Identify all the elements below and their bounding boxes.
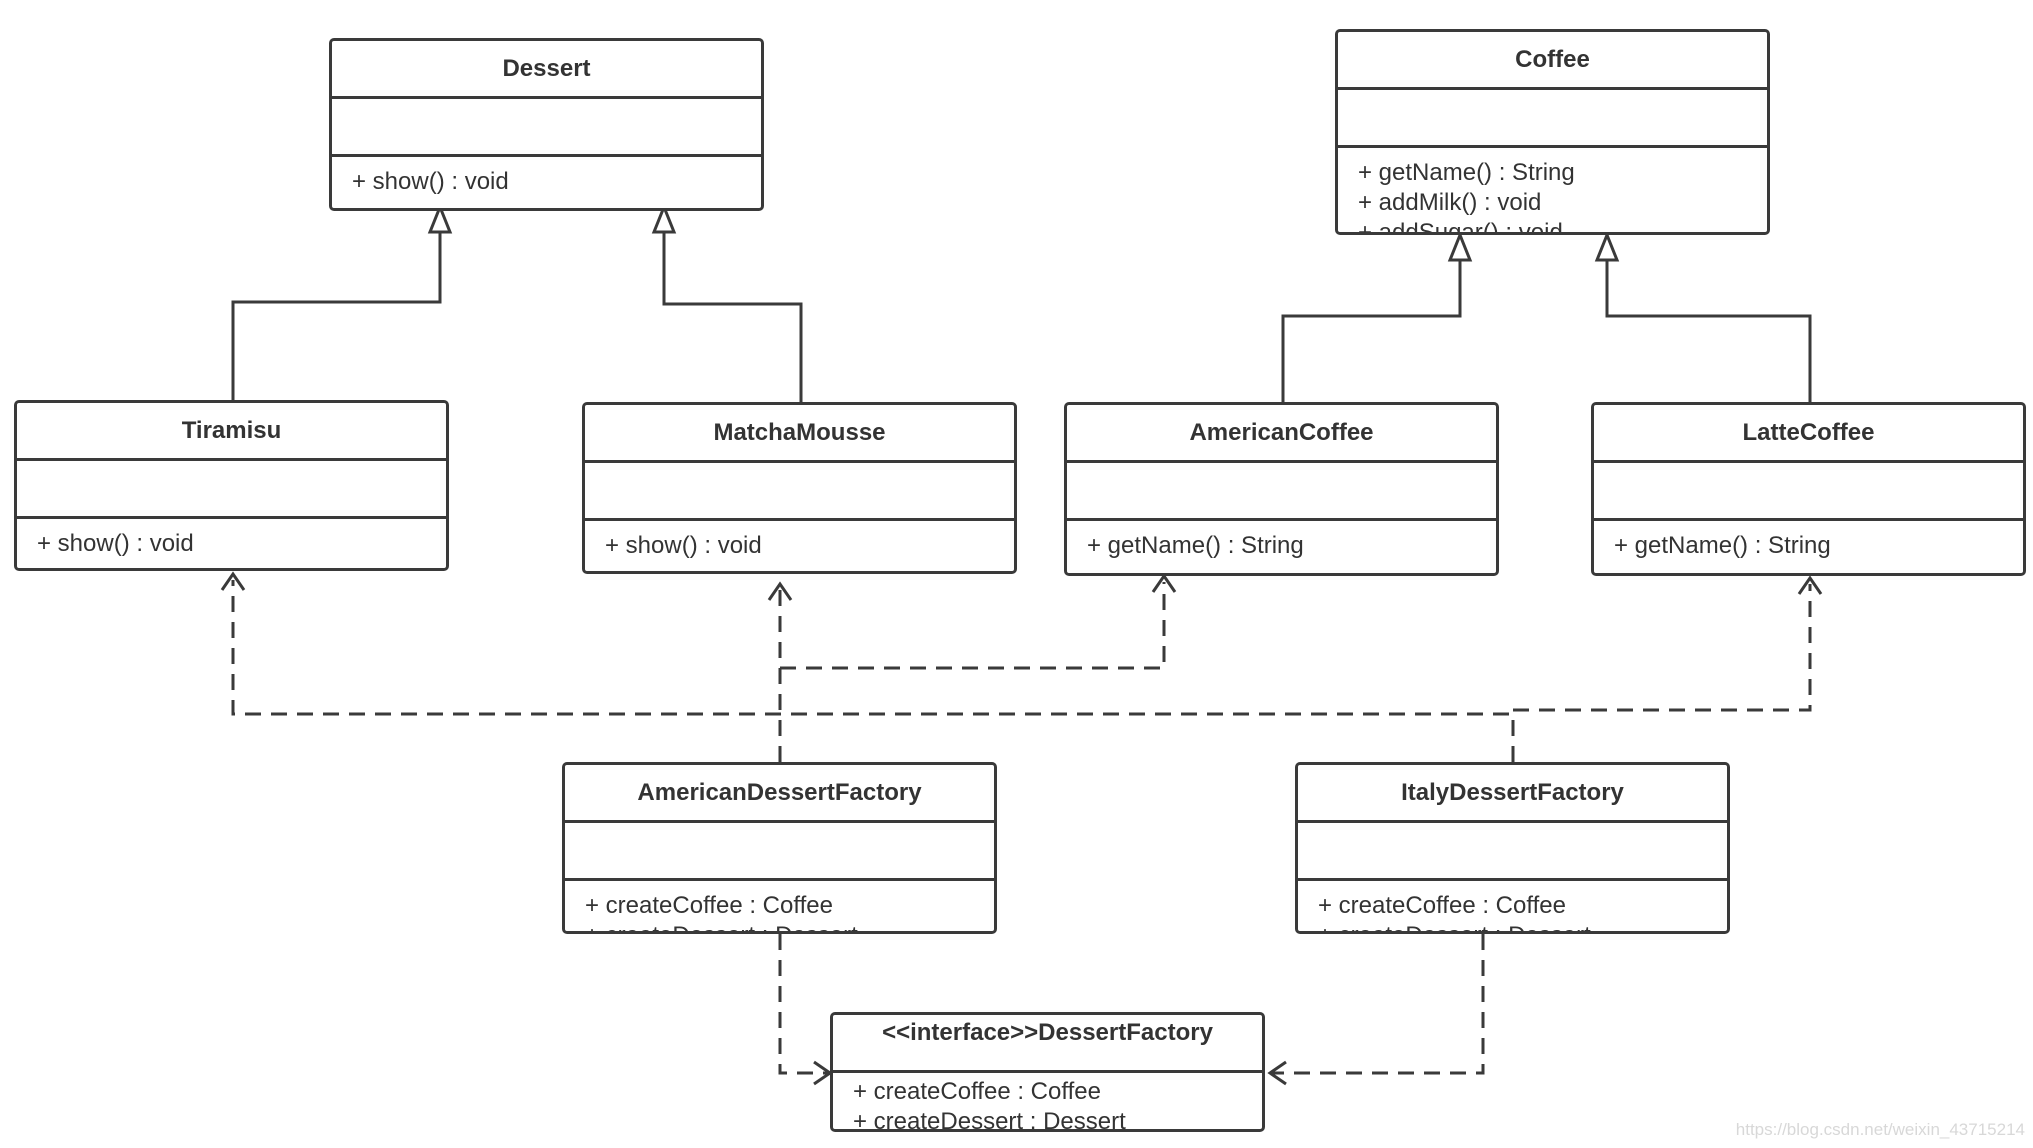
operation: + getName() : String: [1087, 532, 1304, 559]
operations-compartment: + createCoffee : Coffee + createDessert …: [833, 1073, 1262, 1132]
class-americancoffee[interactable]: AmericanCoffee + getName() : String: [1064, 402, 1499, 576]
operation: + addMilk() : void: [1358, 189, 1542, 216]
class-tiramisu[interactable]: Tiramisu + show() : void: [14, 400, 449, 571]
operation: + createDessert : Dessert: [585, 921, 994, 931]
operation: + show() : void: [37, 530, 194, 557]
class-name: Tiramisu: [17, 403, 446, 461]
class-name: Coffee: [1338, 32, 1767, 90]
class-matchamousse[interactable]: MatchaMousse + show() : void: [582, 402, 1017, 574]
attributes-compartment: [585, 463, 1014, 521]
attributes-compartment: [1067, 463, 1496, 521]
realization-italy-factory-dessertfactory: [1272, 934, 1485, 1075]
operations-compartment: + show() : void: [17, 519, 446, 568]
operation: + createCoffee : Coffee: [585, 892, 833, 919]
generalization-arrowhead-americancoffee: [1447, 230, 1473, 262]
watermark-text: https://blog.csdn.net/weixin_43715214: [1735, 1120, 2025, 1139]
operation: + addSugar() : void: [1358, 219, 1563, 235]
operation: + getName() : String: [1614, 532, 1831, 559]
class-name: Dessert: [332, 41, 761, 99]
class-name: LatteCoffee: [1594, 405, 2023, 463]
operation: + getName() : String: [1358, 159, 1575, 186]
generalization-lattecoffee-coffee: [1605, 260, 1812, 402]
class-coffee[interactable]: Coffee + getName() : String + addMilk() …: [1335, 29, 1770, 235]
class-name: AmericanCoffee: [1067, 405, 1496, 463]
realization-arrowhead-right: [1267, 1060, 1287, 1086]
class-americandessertfactory[interactable]: AmericanDessertFactory + createCoffee : …: [562, 762, 997, 934]
realization-american-factory-dessertfactory: [778, 934, 828, 1075]
class-lattecoffee[interactable]: LatteCoffee + getName() : String: [1591, 402, 2026, 576]
operation: + show() : void: [605, 532, 762, 559]
attributes-compartment: [332, 99, 761, 157]
operations-compartment: + createCoffee : Coffee + createDessert …: [565, 881, 994, 931]
generalization-americancoffee-coffee: [1281, 260, 1462, 402]
class-dessert[interactable]: Dessert + show() : void: [329, 38, 764, 211]
operations-compartment: + getName() : String: [1594, 521, 2023, 573]
dependency-arrowhead-matchamousse: [767, 581, 793, 601]
generalization-arrowhead-tiramisu: [427, 202, 453, 234]
attributes-compartment: [1338, 90, 1767, 148]
interface-name: <<interface>>DessertFactory: [833, 1015, 1262, 1073]
class-name: MatchaMousse: [585, 405, 1014, 463]
operations-compartment: + show() : void: [332, 157, 761, 208]
operation: + createCoffee : Coffee: [853, 1078, 1101, 1105]
dependency-arrowhead-tiramisu: [220, 571, 246, 591]
realization-arrowhead-left: [813, 1060, 833, 1086]
generalization-tiramisu-dessert: [231, 232, 442, 400]
generalization-arrowhead-lattecoffee: [1594, 230, 1620, 262]
operations-compartment: + getName() : String: [1067, 521, 1496, 573]
dependency-arrowhead-americancoffee: [1151, 573, 1177, 593]
attributes-compartment: [565, 823, 994, 881]
interface-dessertfactory[interactable]: <<interface>>DessertFactory + createCoff…: [830, 1012, 1265, 1132]
operation: + createCoffee : Coffee: [1318, 892, 1566, 919]
generalization-matchamousse-dessert: [662, 232, 803, 402]
dependency-american-factory-americancoffee: [780, 582, 1166, 670]
attributes-compartment: [1298, 823, 1727, 881]
dependency-italy-factory-lattecoffee: [1513, 584, 1812, 712]
operation: + createDessert : Dessert: [853, 1108, 1126, 1132]
generalization-arrowhead-matchamousse: [651, 202, 677, 234]
operations-compartment: + getName() : String + addMilk() : void …: [1338, 148, 1767, 235]
operations-compartment: + show() : void: [585, 521, 1014, 571]
class-name: AmericanDessertFactory: [565, 765, 994, 823]
dependency-italy-factory-tiramisu: [231, 580, 1515, 762]
attributes-compartment: [1594, 463, 2023, 521]
class-name: ItalyDessertFactory: [1298, 765, 1727, 823]
operation: + show() : void: [352, 168, 509, 195]
class-italydessertfactory[interactable]: ItalyDessertFactory + createCoffee : Cof…: [1295, 762, 1730, 934]
dependency-arrowhead-lattecoffee: [1797, 575, 1823, 595]
operations-compartment: + createCoffee : Coffee + createDessert …: [1298, 881, 1727, 931]
attributes-compartment: [17, 461, 446, 519]
operation: + createDessert : Dessert: [1318, 921, 1727, 931]
